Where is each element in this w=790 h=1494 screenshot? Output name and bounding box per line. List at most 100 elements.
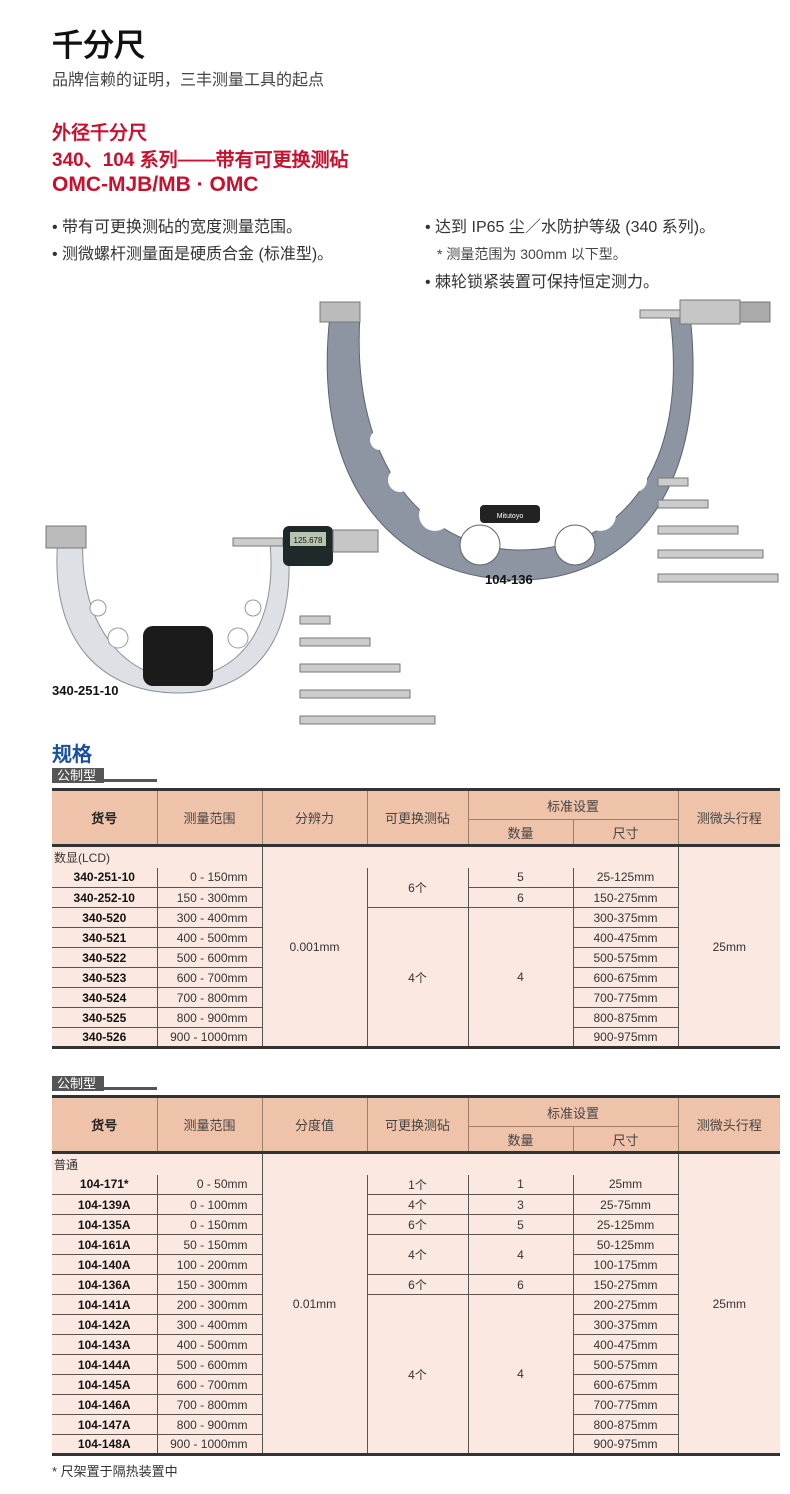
product-category: 外径千分尺: [52, 123, 148, 144]
resolution-cell: 0.001mm: [261, 845, 367, 1048]
product-series: 340、104 系列——带有可更换测砧: [52, 150, 349, 171]
model-cell: 340-524: [52, 987, 157, 1008]
size-cell: 300-375mm: [572, 907, 679, 928]
large-micrometer-image: Mitutoyo: [319, 299, 779, 583]
category-label: 普通: [52, 1152, 262, 1175]
small-micrometer-image: 125.678: [45, 525, 436, 725]
header-standard: 标准设置: [467, 1096, 679, 1127]
qty-cell: 4: [467, 1234, 573, 1275]
resolution-cell: 0.01mm: [261, 1152, 367, 1455]
large-image-label: 104-136: [485, 572, 533, 587]
model-cell: 104-145A: [52, 1374, 157, 1395]
model-cell: 104-161A: [52, 1234, 157, 1255]
page-subtitle: 品牌信赖的证明，三丰测量工具的起点: [52, 72, 325, 89]
size-cell: 700-775mm: [572, 1394, 679, 1415]
small-image-label: 340-251-10: [52, 683, 119, 698]
size-cell: 800-875mm: [572, 1007, 679, 1028]
model-cell: 104-148A: [52, 1434, 157, 1456]
range-cell: 0 - 50mm: [156, 1174, 262, 1195]
header-model: 货号: [52, 789, 157, 846]
size-cell: 800-875mm: [572, 1414, 679, 1435]
size-cell: 150-275mm: [572, 887, 679, 908]
header-qty: 数量: [467, 1126, 573, 1153]
qty-cell: 5: [467, 1214, 573, 1235]
range-cell: 300 - 400mm: [156, 907, 262, 928]
header-range: 测量范围: [156, 789, 262, 846]
header-anvils: 可更换测砧: [366, 1096, 468, 1153]
size-cell: 900-975mm: [572, 1027, 679, 1049]
anvils-cell: 1个: [366, 1174, 468, 1195]
model-cell: 104-139A: [52, 1194, 157, 1215]
qty-cell: 5: [467, 867, 573, 888]
category-label: 数显(LCD): [52, 845, 262, 868]
stroke-cell: 25mm: [677, 1152, 781, 1455]
brand-label: Mitutoyo: [497, 513, 524, 520]
model-cell: 104-135A: [52, 1214, 157, 1235]
header-stroke: 测微头行程: [677, 1096, 781, 1153]
size-cell: 25-125mm: [572, 867, 679, 888]
size-cell: 25mm: [572, 1174, 679, 1195]
model-cell: 340-252-10: [52, 887, 157, 908]
range-cell: 300 - 400mm: [156, 1314, 262, 1335]
page-title: 千分尺: [52, 28, 145, 63]
anvils-cell: 4个: [366, 1234, 468, 1275]
model-cell: 104-141A: [52, 1294, 157, 1315]
range-cell: 900 - 1000mm: [156, 1434, 262, 1456]
size-cell: 25-125mm: [572, 1214, 679, 1235]
range-cell: 150 - 300mm: [156, 887, 262, 908]
table-tag: 公制型: [52, 1075, 157, 1091]
size-cell: 900-975mm: [572, 1434, 679, 1456]
model-cell: 104-136A: [52, 1274, 157, 1295]
range-cell: 600 - 700mm: [156, 967, 262, 988]
anvils-cell: 6个: [366, 867, 468, 908]
range-cell: 150 - 300mm: [156, 1274, 262, 1295]
qty-cell: 4: [467, 907, 573, 1048]
size-cell: 50-125mm: [572, 1234, 679, 1255]
model-cell: 340-522: [52, 947, 157, 968]
model-cell: 340-251-10: [52, 867, 157, 888]
qty-cell: 6: [467, 887, 573, 908]
header-standard: 标准设置: [467, 789, 679, 820]
header-model: 货号: [52, 1096, 157, 1153]
model-cell: 104-147A: [52, 1414, 157, 1435]
qty-cell: 1: [467, 1174, 573, 1195]
model-cell: 104-146A: [52, 1394, 157, 1415]
size-cell: 500-575mm: [572, 1354, 679, 1375]
spec-heading: 规格: [52, 744, 92, 766]
model-cell: 340-523: [52, 967, 157, 988]
model-cell: 340-520: [52, 907, 157, 928]
range-cell: 100 - 200mm: [156, 1254, 262, 1275]
model-cell: 104-144A: [52, 1354, 157, 1375]
feature-item: 测微螺杆测量面是硬质合金 (标准型)。: [52, 240, 333, 264]
footnote: * 尺架置于隔热装置中: [52, 1464, 178, 1479]
range-cell: 800 - 900mm: [156, 1414, 262, 1435]
size-cell: 100-175mm: [572, 1254, 679, 1275]
size-cell: 300-375mm: [572, 1314, 679, 1335]
model-cell: 104-143A: [52, 1334, 157, 1355]
range-cell: 400 - 500mm: [156, 1334, 262, 1355]
header-size: 尺寸: [572, 819, 679, 846]
range-cell: 800 - 900mm: [156, 1007, 262, 1028]
qty-cell: 6: [467, 1274, 573, 1295]
feature-item: 带有可更换测砧的宽度测量范围。: [52, 213, 302, 237]
qty-cell: 3: [467, 1194, 573, 1215]
table-tag: 公制型: [52, 767, 157, 783]
size-cell: 700-775mm: [572, 987, 679, 1008]
